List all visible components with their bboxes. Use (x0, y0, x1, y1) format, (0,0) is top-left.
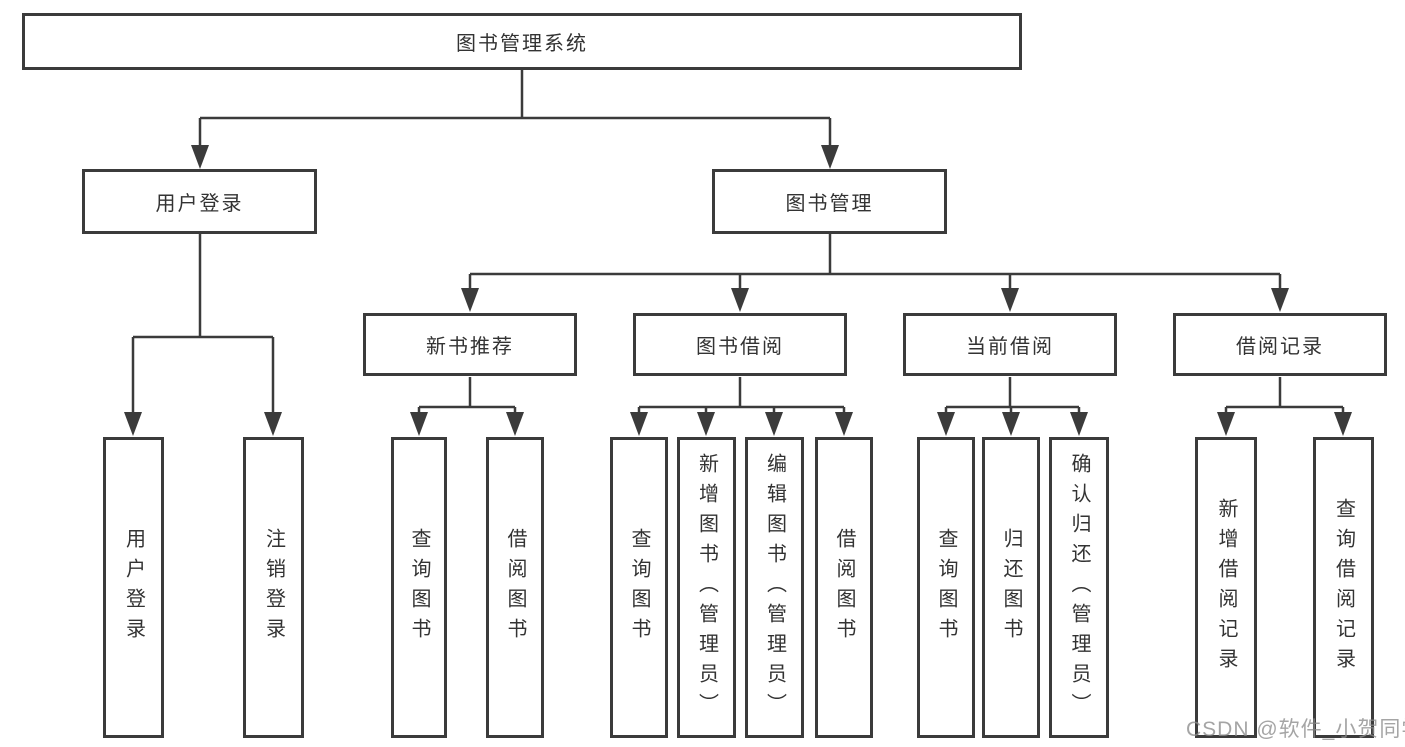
node-query-books-borrowing: 查询图书 (610, 437, 668, 738)
node-return-books: 归还图书 (982, 437, 1040, 738)
csdn-watermark: CSDN @软件_小贺同学 (1186, 718, 1405, 741)
node-edit-book-admin: 编辑图书（管理员） (745, 437, 804, 738)
node-add-borrow-record: 新增借阅记录 (1195, 437, 1257, 738)
node-query-books-recommend: 查询图书 (391, 437, 447, 738)
node-book-management: 图书管理 (712, 169, 947, 234)
node-user-login: 用户登录 (82, 169, 317, 234)
node-current-borrowing: 当前借阅 (903, 313, 1117, 376)
node-add-book-admin: 新增图书（管理员） (677, 437, 736, 738)
node-borrow-books-recommend: 借阅图书 (486, 437, 544, 738)
node-confirm-return-admin: 确认归还（管理员） (1049, 437, 1109, 738)
node-query-borrow-record: 查询借阅记录 (1313, 437, 1374, 738)
node-book-borrowing: 图书借阅 (633, 313, 847, 376)
node-query-books-current: 查询图书 (917, 437, 975, 738)
node-user-login-leaf: 用户登录 (103, 437, 164, 738)
node-borrow-books-leaf: 借阅图书 (815, 437, 873, 738)
node-new-book-recommendation: 新书推荐 (363, 313, 577, 376)
node-logout: 注销登录 (243, 437, 304, 738)
node-library-management-system: 图书管理系统 (22, 13, 1022, 70)
arrowheads (124, 145, 1352, 436)
node-borrowing-records: 借阅记录 (1173, 313, 1387, 376)
